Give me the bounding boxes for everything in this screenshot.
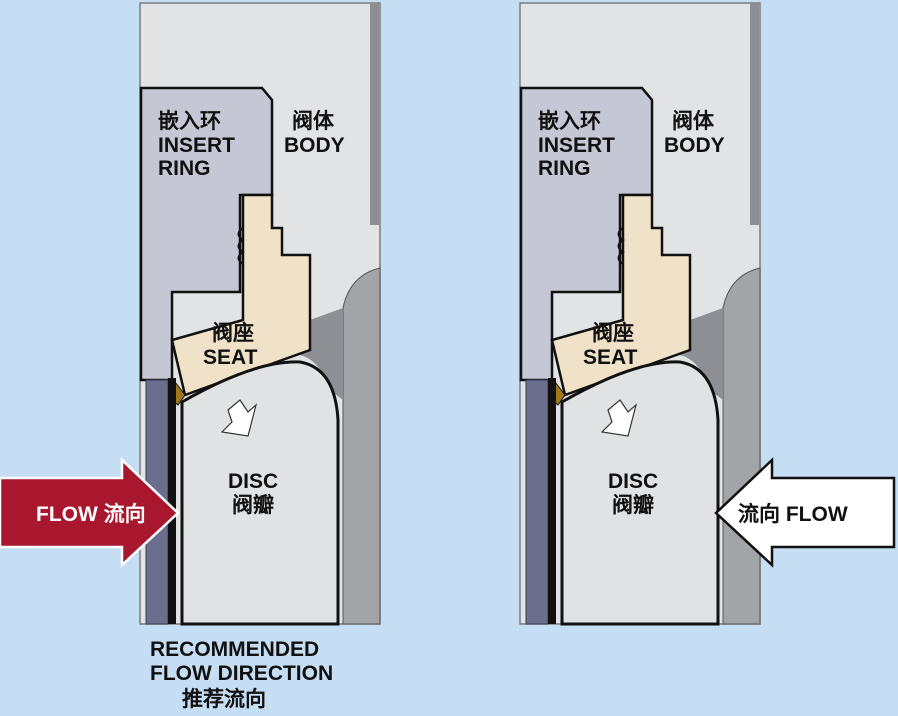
body-cn-label: 阀体 xyxy=(292,109,335,133)
seat-flow-arrow-icon xyxy=(600,399,638,437)
insert-ring-en-label-1: INSERT xyxy=(158,134,235,157)
recommended-caption-line2: FLOW DIRECTION xyxy=(150,662,333,685)
seat-bumps xyxy=(237,227,245,265)
insert-ring-en-label-2: RING xyxy=(158,157,211,180)
body-lower-right xyxy=(342,267,381,625)
seat-flow-arrow-icon xyxy=(220,399,258,437)
alternate-flow-arrow xyxy=(714,457,896,568)
valve-disc xyxy=(560,360,720,626)
body-cn-label: 阀体 xyxy=(672,109,715,133)
seat-en-label: SEAT xyxy=(203,346,258,369)
valve-seat xyxy=(550,193,692,397)
disc-cn-label: 阀瓣 xyxy=(232,493,274,517)
body-right-strip xyxy=(370,3,379,225)
disc-liner xyxy=(168,378,176,624)
body-en-label: BODY xyxy=(284,134,345,157)
recommended-caption-line1: RECOMMENDED xyxy=(150,638,319,661)
seat-bumps xyxy=(617,227,625,265)
right-valve-panel: 嵌入环 INSERT RING 阀体 BODY 阀座 SEAT DISC 阀瓣 xyxy=(519,2,761,626)
recommended-flow-arrow xyxy=(0,457,180,568)
alternate-flow-label: 流向 FLOW xyxy=(738,502,848,526)
valve-disc xyxy=(180,360,340,626)
disc-liner xyxy=(548,378,556,624)
recommended-caption-line3: 推荐流向 xyxy=(182,687,266,711)
insert-ring-en-label-2: RING xyxy=(538,157,591,180)
seat-en-label: SEAT xyxy=(583,346,638,369)
disc-en-label: DISC xyxy=(608,470,658,493)
recommended-flow-label: FLOW 流向 xyxy=(36,502,146,526)
insert-ring-en-label-1: INSERT xyxy=(538,134,615,157)
body-right-strip xyxy=(750,3,759,225)
body-en-label: BODY xyxy=(664,134,725,157)
body-lower-right xyxy=(722,267,761,625)
insert-ring-cn-label: 嵌入环 xyxy=(158,109,221,133)
left-valve-panel: 嵌入环 INSERT RING 阀体 BODY 阀座 SEAT DISC 阀瓣 … xyxy=(0,2,381,626)
insert-ring-cn-label: 嵌入环 xyxy=(538,109,601,133)
seat-cn-label: 阀座 xyxy=(212,321,254,345)
disc-en-label: DISC xyxy=(228,470,278,493)
valve-seat xyxy=(170,193,312,397)
seat-cn-label: 阀座 xyxy=(592,321,634,345)
disc-cn-label: 阀瓣 xyxy=(612,493,654,517)
insert-ring-liner xyxy=(525,379,549,625)
